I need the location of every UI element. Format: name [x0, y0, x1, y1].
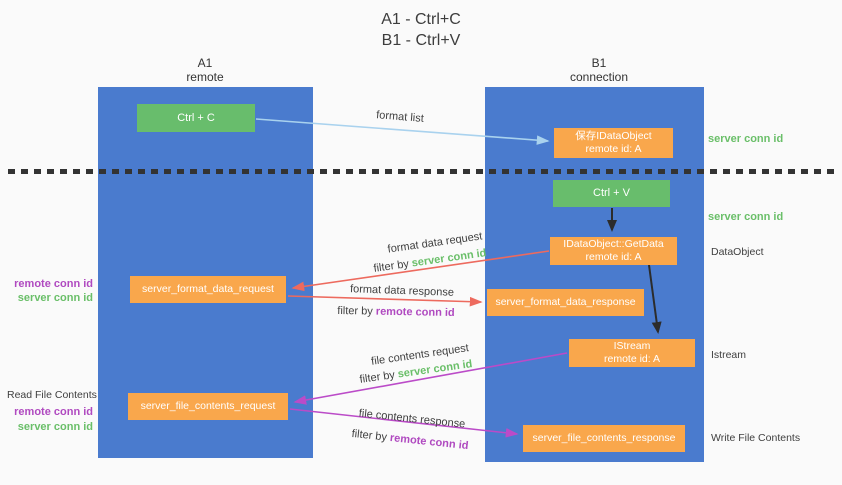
node-getdata-line2: remote id: A [585, 251, 642, 263]
left-label-remote-conn-id-top: remote conn id [14, 278, 93, 290]
node-server-file-contents-request: server_file_contents_request [128, 393, 288, 420]
node-ctrl-c-label: Ctrl + C [177, 111, 215, 124]
label-format-list: format list [375, 109, 425, 125]
left-label-read-file-contents: Read File Contents [7, 389, 97, 401]
filter-by-text: filter by [337, 304, 376, 318]
right-column-name: B1 [591, 56, 607, 70]
node-file-request-label: server_file_contents_request [140, 400, 276, 412]
label-filter-by-remote-conn-id-2: filter by remote conn id [351, 428, 469, 452]
title-line-2: B1 - Ctrl+V [381, 32, 461, 49]
node-istream-line1: IStream [613, 340, 651, 352]
left-column-header: A1 remote [145, 56, 265, 84]
right-column-header: B1 connection [539, 56, 659, 84]
filter-by-text: filter by [351, 427, 391, 444]
diagram-title: A1 - Ctrl+C B1 - Ctrl+V [300, 9, 542, 51]
right-label-server-conn-id-top: server conn id [708, 133, 784, 145]
node-ctrl-c: Ctrl + C [137, 104, 255, 132]
title-line-1: A1 - Ctrl+C [381, 11, 461, 28]
node-save-idataobject-line1: 保存IDataObject [575, 130, 652, 142]
right-label-istream: Istream [711, 349, 747, 361]
filter-by-text: filter by [372, 257, 413, 275]
node-server-format-data-response: server_format_data_response [487, 289, 644, 316]
node-ctrl-v: Ctrl + V [553, 180, 670, 207]
left-column-role: remote [186, 70, 224, 84]
node-idataobject-getdata: IDataObject::GetData remote id: A [550, 237, 677, 265]
node-format-response-label: server_format_data_response [495, 296, 636, 308]
node-save-idataobject-line2: remote id: A [585, 143, 642, 155]
node-server-file-contents-response: server_file_contents_response [523, 425, 685, 452]
right-label-write-file-contents: Write File Contents [711, 432, 801, 444]
remote-conn-id-text: remote conn id [375, 305, 455, 320]
node-ctrl-v-label: Ctrl + V [593, 187, 630, 199]
label-filter-by-remote-conn-id-1: filter by remote conn id [337, 305, 455, 319]
left-label-server-conn-id-bottom: server conn id [17, 421, 93, 433]
right-column-role: connection [569, 70, 629, 84]
node-format-request-label: server_format_data_request [142, 283, 274, 295]
filter-by-text: filter by [358, 368, 399, 386]
remote-conn-id-text: remote conn id [389, 431, 469, 453]
left-label-server-conn-id-top: server conn id [17, 292, 93, 304]
node-file-response-label: server_file_contents_response [532, 432, 676, 444]
node-save-idataobject: 保存IDataObject remote id: A [554, 128, 673, 158]
right-label-server-conn-id-mid: server conn id [708, 211, 784, 223]
node-istream-line2: remote id: A [603, 353, 661, 365]
node-server-format-data-request: server_format_data_request [130, 276, 286, 303]
label-format-data-response: format data response [349, 283, 455, 299]
left-label-remote-conn-id-bottom: remote conn id [14, 406, 93, 418]
dashed-separator-line [8, 169, 834, 174]
node-istream: IStream remote id: A [569, 339, 695, 367]
left-column-name: A1 [197, 56, 213, 70]
node-getdata-line1: IDataObject::GetData [563, 238, 664, 250]
label-file-contents-response: file contents response [358, 407, 466, 431]
right-label-dataobject: DataObject [711, 246, 764, 258]
